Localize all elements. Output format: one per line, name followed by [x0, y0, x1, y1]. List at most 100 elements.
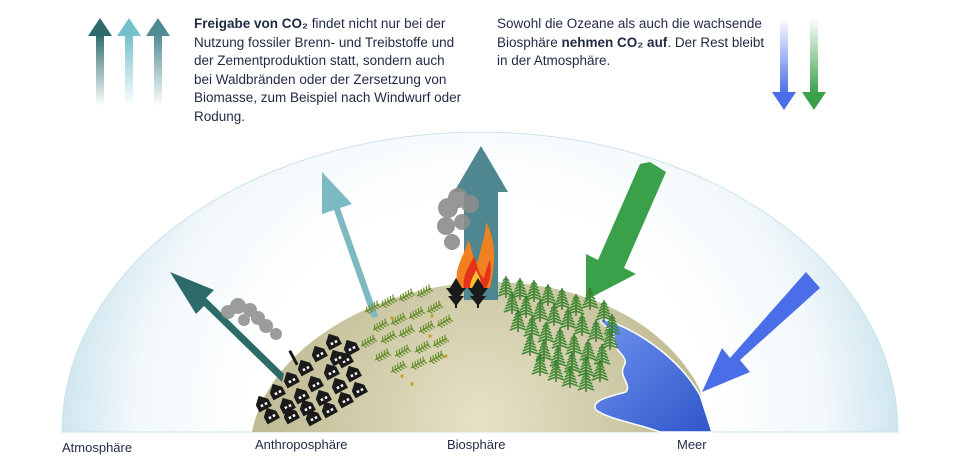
down-arrow-icon: [772, 18, 796, 110]
up-arrow-icon: [88, 18, 112, 106]
smoke-icon: [437, 188, 479, 250]
tree-icon: [416, 284, 434, 298]
tree-icon: [535, 340, 553, 362]
tree-icon: [559, 308, 577, 330]
tree-icon: [581, 288, 599, 310]
tree-icon: [531, 354, 549, 376]
tree-icon: [547, 360, 565, 382]
tree-icon: [517, 296, 535, 318]
tree-icon: [503, 292, 521, 314]
release-body: findet nicht nur bei der Nutzung fossile…: [194, 16, 462, 124]
uptake-title: nehmen CO₂ auf: [561, 34, 668, 50]
tree-icon: [577, 370, 595, 392]
land-hill: [252, 282, 708, 432]
house-icon: [337, 391, 354, 409]
tree-icon: [394, 344, 412, 358]
uptake-body-end: . Der Rest bleibt in der Atmosphäre.: [497, 34, 765, 69]
uptake-arrows-legend: [772, 18, 826, 110]
tree-icon: [593, 344, 611, 366]
uptake-body-start: Sowohl die Ozeane als auch die wachsende…: [497, 16, 762, 50]
tree-icon: [521, 334, 539, 356]
tree-icon: [561, 366, 579, 388]
tree-icon: [537, 322, 555, 344]
release-description: Freigabe von CO₂ findet nicht nur bei de…: [194, 15, 464, 126]
house-icon: [329, 349, 346, 367]
tree-icon: [428, 350, 446, 364]
tree-icon: [509, 310, 527, 332]
tree-icon: [595, 300, 613, 322]
label-ocean: Meer: [677, 437, 707, 452]
release-title: Freigabe von CO₂: [194, 16, 309, 31]
smoke-icon: [221, 298, 282, 340]
down-arrow-icon: [802, 18, 826, 110]
tree-icon: [398, 288, 416, 302]
house-icon: [331, 377, 348, 395]
tree-icon: [390, 360, 408, 374]
house-icon: [315, 389, 332, 407]
house-icon: [293, 387, 310, 405]
tree-icon: [360, 334, 378, 348]
house-icon: [311, 345, 328, 363]
house-icon: [345, 365, 362, 383]
label-atmosphere: Atmosphäre: [62, 440, 133, 455]
release-arrows-legend: [88, 18, 170, 106]
tree-icon: [587, 320, 605, 342]
tree-icon: [497, 276, 515, 298]
house-icon: [321, 401, 338, 419]
tree-icon: [531, 300, 549, 322]
house-icon: [343, 339, 360, 357]
tree-icon: [380, 330, 398, 344]
tree-icon: [565, 334, 583, 356]
tree-icon: [374, 348, 392, 362]
house-icon: [255, 395, 272, 413]
house-icon: [283, 407, 300, 425]
cleared-vegetation: [360, 284, 454, 386]
tree-icon: [432, 334, 450, 348]
house-icon: [325, 333, 342, 351]
label-biosphere: Biosphäre: [447, 437, 506, 452]
house-icon: [263, 407, 280, 425]
tree-icon: [436, 314, 454, 328]
tree-icon: [511, 278, 529, 300]
tree-icon: [408, 306, 426, 320]
tree-icon: [372, 318, 390, 332]
tree-icon: [553, 288, 571, 310]
tree-icon: [380, 294, 398, 308]
forest: [497, 276, 621, 392]
tree-icon: [390, 312, 408, 326]
tree-icon: [364, 300, 382, 314]
tree-icon: [410, 356, 428, 370]
house-icon: [305, 409, 322, 427]
tree-icon: [579, 340, 597, 362]
house-icon: [323, 363, 340, 381]
tree-icon: [545, 304, 563, 326]
house-icon: [351, 381, 368, 399]
house-icon: [307, 375, 324, 393]
tree-icon: [539, 284, 557, 306]
tree-icon: [446, 278, 488, 308]
house-icon: [299, 399, 316, 417]
tree-icon: [523, 316, 541, 338]
biosphere-uptake-arrow: [586, 162, 666, 300]
label-anthroposphere: Anthroposphäre: [255, 437, 348, 452]
tree-icon: [426, 300, 444, 314]
anthroposphere-emission-arrow: [170, 272, 284, 382]
tree-icon: [603, 314, 621, 336]
uptake-description: Sowohl die Ozeane als auch die wachsende…: [497, 15, 777, 71]
ocean-uptake-arrow: [702, 272, 820, 392]
house-icon: [297, 359, 314, 377]
house-icon: [269, 383, 286, 401]
tree-icon: [551, 328, 569, 350]
up-arrow-icon: [146, 18, 170, 106]
tree-icon: [591, 360, 609, 382]
houses-cluster: [255, 333, 368, 427]
tree-icon: [414, 340, 432, 354]
tree-icon: [525, 280, 543, 302]
land-use-emission-arrow: [322, 172, 378, 318]
tree-icon: [567, 294, 585, 316]
house-icon: [283, 371, 300, 389]
up-arrow-icon: [117, 18, 141, 106]
tree-icon: [573, 314, 591, 336]
tree-icon: [398, 324, 416, 338]
